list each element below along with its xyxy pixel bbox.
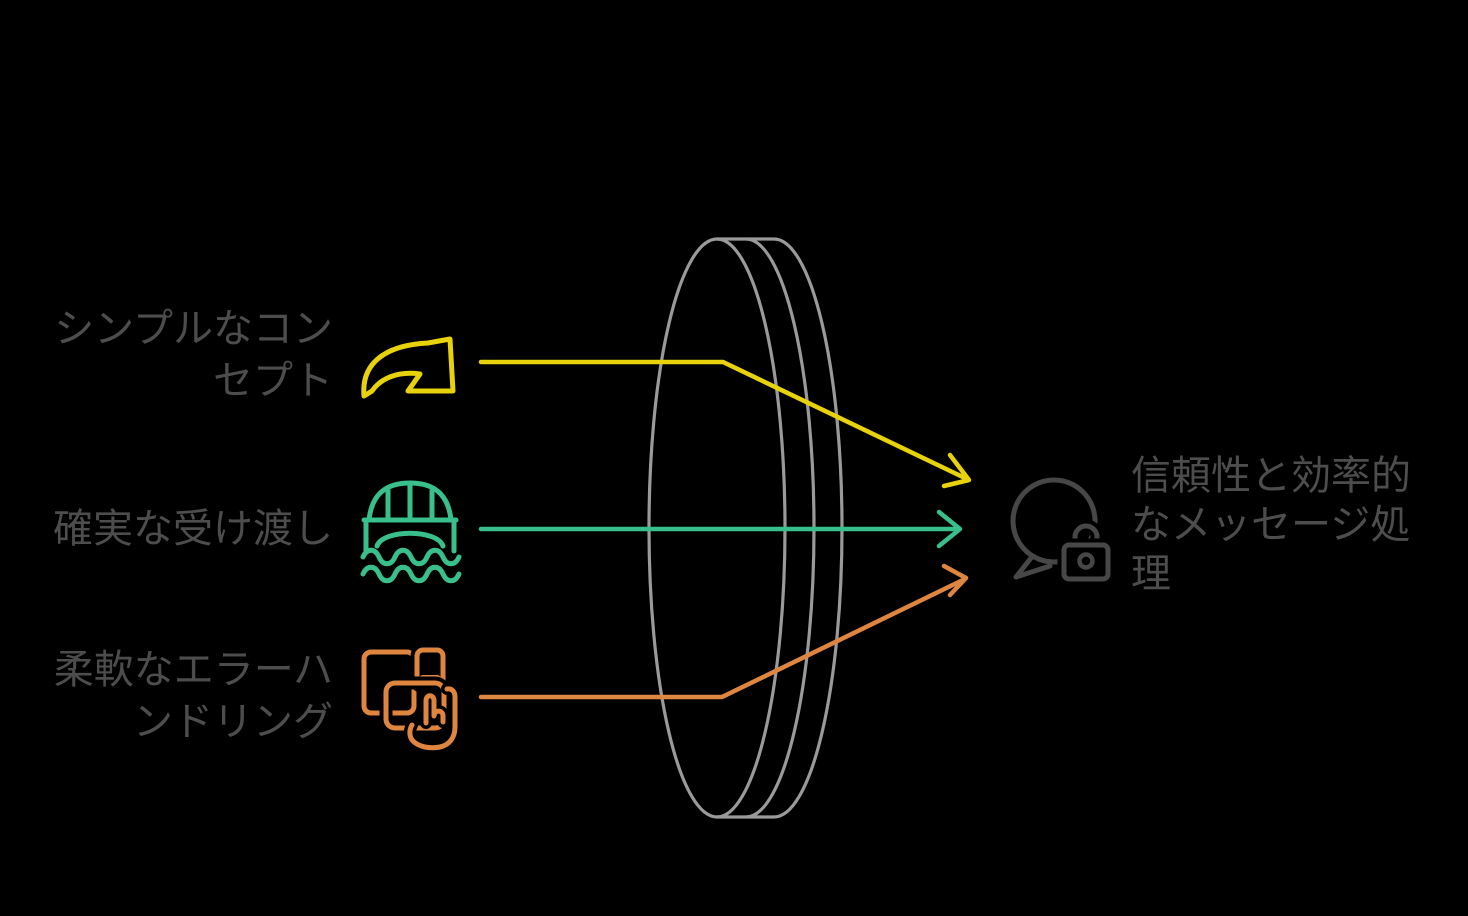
curved-arrow-path bbox=[361, 336, 456, 399]
label-message-processing-result: 信頼性と効率的 なメッセージ処 理 bbox=[1131, 454, 1411, 596]
arrow-error-handling bbox=[478, 563, 969, 700]
label-simple-concept: シンプルなコン セプト bbox=[54, 307, 333, 403]
chat-bubble-shape bbox=[1010, 477, 1098, 565]
label-error-handling: 柔軟なエラーハ ンドリング bbox=[53, 648, 333, 744]
hand-shape bbox=[407, 686, 458, 751]
bridge-path bbox=[360, 480, 462, 584]
arrow-simple-concept bbox=[478, 359, 972, 489]
lock-keyhole bbox=[1077, 552, 1095, 570]
lock-body bbox=[1061, 542, 1111, 582]
lens-rim-edges bbox=[717, 237, 774, 819]
label-reliable-delivery: 確実な受け渡し bbox=[53, 507, 333, 551]
lock-shackle bbox=[1072, 523, 1100, 549]
chat-lock-icon bbox=[1010, 477, 1115, 586]
devices-hand-icon bbox=[361, 643, 461, 754]
arrow-reliable-delivery bbox=[478, 509, 963, 549]
bridge-icon bbox=[360, 480, 462, 584]
chat-bubble-tail bbox=[1013, 555, 1053, 580]
curved-arrow-icon bbox=[361, 336, 456, 399]
